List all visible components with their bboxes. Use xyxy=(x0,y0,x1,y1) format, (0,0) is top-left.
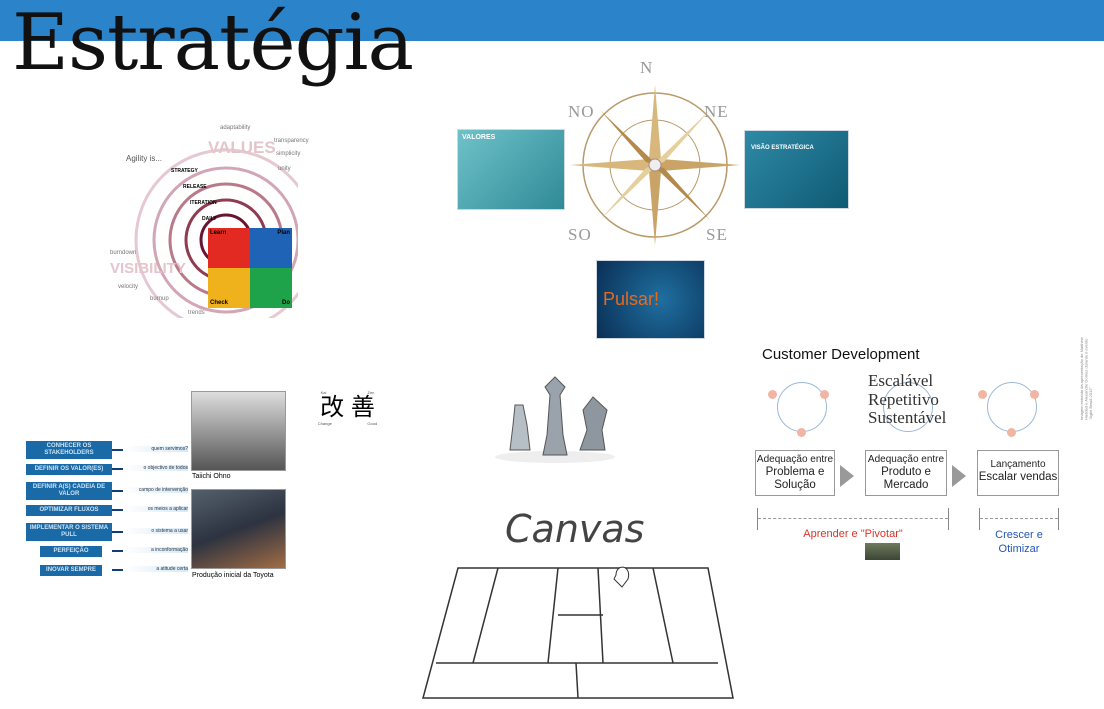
pdca-check: Check xyxy=(208,268,250,308)
phase-grow-optimize: Crescer e Otimizar xyxy=(995,529,1043,556)
value-label: simplicity xyxy=(276,151,301,157)
overlay-line: Repetitivo xyxy=(868,389,939,409)
values-word: VALUES xyxy=(208,138,276,157)
overlay-line: Sustentável xyxy=(868,408,947,428)
compass-so: SO xyxy=(568,225,592,244)
box-big: Problema e Solução xyxy=(765,465,825,491)
flow-step: CONHECER OS STAKEHOLDERS xyxy=(26,441,112,460)
cd-title: Customer Development xyxy=(762,346,920,363)
flow-note: campo de intervenção xyxy=(124,487,188,493)
visibility-word: VISIBILITY xyxy=(110,260,186,277)
box-small: Adequação entre xyxy=(756,454,834,465)
cd-overlay: Escalável Repetitivo Sustentável xyxy=(868,371,947,428)
toyota-caption: Produção inicial da Toyota xyxy=(192,572,274,579)
flow-note: quem servimos? xyxy=(124,446,188,452)
pdca-plan: Plan xyxy=(250,228,292,268)
chart-thumb-label: trends xyxy=(188,310,205,316)
header-bar xyxy=(0,0,1104,41)
image-credit-note: Imagem extraída da apresentação de Matth… xyxy=(1079,337,1093,420)
flow-note: o objectivo de todos xyxy=(124,465,188,471)
pdca-chart: Learn Plan Check Do xyxy=(208,228,292,308)
compass-ne: NE xyxy=(704,102,729,121)
kaizen-zen: Zen xyxy=(367,390,375,395)
overlay-line: Escalável xyxy=(868,371,934,390)
pulsar-slide-thumb: Pulsar! xyxy=(596,260,705,339)
flow-step: DEFINIR A(S) CADEIA DE VALOR xyxy=(26,482,112,501)
flow-note: os meios a aplicar xyxy=(124,506,188,512)
level-label: ITERATION xyxy=(190,200,217,206)
compass-se: SE xyxy=(706,225,728,244)
canvas-title: Canvas xyxy=(505,507,645,551)
compass-rose-icon xyxy=(570,85,740,245)
flow-step: PERFEIÇÃO xyxy=(40,546,102,558)
level-label: STRATEGY xyxy=(171,168,198,174)
box-small: Adequação entre xyxy=(867,454,945,465)
flow-step: INOVAR SEMPRE xyxy=(40,565,102,577)
kaizen-chars: 改 善 xyxy=(320,394,375,421)
level-label: DAILY xyxy=(202,216,217,222)
flow-step: DEFINIR OS VALOR(ES) xyxy=(26,464,112,476)
business-model-canvas-sketch xyxy=(422,566,734,699)
box-big: Escalar vendas xyxy=(978,470,1058,483)
customer-development-diagram: Customer Development Escalável Repetitiv… xyxy=(755,340,1062,570)
box-small: Lançamento xyxy=(990,459,1046,470)
value-label: unity xyxy=(278,166,291,172)
thumbnail-image xyxy=(865,543,900,560)
agility-diagram: adaptability transparency simplicity uni… xyxy=(108,122,309,318)
valores-slide-thumb: VALORES xyxy=(457,129,565,210)
toyota-production-photo xyxy=(191,489,286,569)
value-label: transparency xyxy=(274,138,309,144)
kaizen-good: Good xyxy=(367,421,378,427)
kaizen-kai: Kai xyxy=(320,390,327,395)
chess-pieces-icon xyxy=(495,376,615,463)
chart-thumb-label: burnup xyxy=(150,296,169,302)
level-label: RELEASE xyxy=(183,184,207,190)
flow-note: o sistema a usar xyxy=(124,528,188,534)
chart-thumb-label: burndown xyxy=(110,250,137,256)
ohno-caption: Taiichi Ohno xyxy=(192,473,231,480)
pulsar-logo: Pulsar! xyxy=(603,289,660,309)
box-big: Produto e Mercado xyxy=(881,465,931,491)
phase-learn-pivot: Aprender e "Pivotar" xyxy=(803,528,903,540)
kaizen-change: Change xyxy=(317,421,332,427)
pdca-learn: Learn xyxy=(208,228,250,268)
flow-step: IMPLEMENTAR O SISTEMA PULL xyxy=(26,523,112,542)
value-label: adaptability xyxy=(220,125,251,131)
taiichi-ohno-photo xyxy=(191,391,286,471)
slide-title: Estratégia xyxy=(12,0,414,88)
compass-n: N xyxy=(640,58,654,77)
agility-intro: Agility is... xyxy=(126,154,163,163)
compass-no: NO xyxy=(568,102,595,121)
visao-slide-thumb: VISÃO ESTRATÉGICA xyxy=(744,130,849,209)
chart-thumb-label: velocity xyxy=(118,284,139,290)
flow-step: OPTIMIZAR FLUXOS xyxy=(26,505,112,517)
flow-note: a atitude certa xyxy=(124,566,188,572)
pdca-do: Do xyxy=(250,268,292,308)
flow-note: a inconformação xyxy=(124,547,188,553)
kaizen-characters: Kai Zen 改 善 Change Good xyxy=(300,390,395,426)
